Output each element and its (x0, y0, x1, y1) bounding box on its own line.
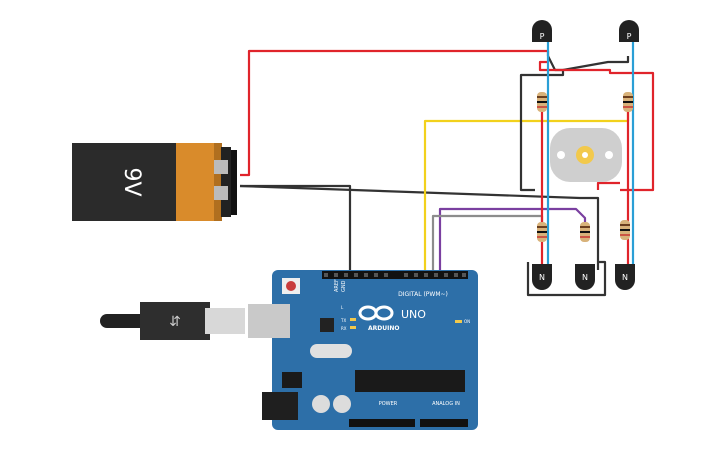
wire-bridge-black-top[interactable] (562, 56, 630, 72)
wire-black-battery-negative[interactable] (240, 184, 352, 275)
resistors (537, 92, 633, 242)
power-jack (262, 392, 298, 420)
wire-bridge-red-motor[interactable] (596, 181, 620, 190)
voltage-regulator (282, 372, 302, 388)
aref-label: AREF (334, 279, 340, 292)
battery-9v[interactable]: 9V (72, 143, 237, 221)
wire-gray[interactable] (431, 214, 544, 276)
reset-button-icon (286, 281, 296, 291)
analog-header-label: ANALOG IN (432, 401, 460, 407)
wire-bridge-red-left[interactable] (538, 60, 655, 192)
transistor-npn-right[interactable]: N (615, 264, 635, 290)
resistor-bottom-right[interactable] (620, 220, 630, 240)
power-header (349, 419, 415, 427)
power-header-label: POWER (379, 401, 398, 407)
arduino-model: UNO (401, 308, 426, 321)
dc-motor[interactable] (550, 128, 622, 182)
digital-header (322, 271, 468, 279)
wire-bridge-black-bottom[interactable] (526, 260, 607, 297)
wire-purple[interactable] (438, 207, 587, 276)
resistor-top-left[interactable] (537, 92, 547, 112)
arduino-logo-icon (358, 305, 394, 321)
npn-label: N (582, 273, 588, 282)
analog-header (420, 419, 468, 427)
wire-black-battery-to-bridge[interactable] (239, 184, 600, 270)
resistor-bottom-left[interactable] (537, 222, 547, 242)
pnp-label: P (627, 32, 632, 41)
gnd-label: GND (341, 280, 347, 292)
digital-header-label: DIGITAL (PWM~) (398, 291, 448, 298)
resistor-bottom-middle[interactable] (580, 222, 590, 242)
usb-cable[interactable]: ⇵ (100, 302, 245, 340)
capacitor-icon (333, 395, 351, 413)
l-label: L (341, 305, 344, 310)
npn-label: N (539, 273, 545, 282)
crystal (310, 344, 352, 358)
battery-terminal-icon (214, 160, 228, 174)
arduino-uno[interactable]: DIGITAL (PWM~) AREF GND ARDUINO UNO TX R… (248, 270, 478, 430)
tx-label: TX (340, 318, 346, 323)
rx-label: RX (341, 326, 347, 331)
battery-label: 9V (119, 167, 144, 196)
wires (239, 42, 655, 297)
wire-red-battery-positive[interactable] (240, 49, 550, 177)
on-label: ON (464, 319, 470, 324)
arduino-brand: ARDUINO (368, 325, 399, 332)
battery-terminal-icon (214, 186, 228, 200)
resistor-top-right[interactable] (623, 92, 633, 112)
pnp-label: P (540, 32, 545, 41)
transistor-pnp-left[interactable]: P (532, 20, 552, 42)
capacitor-icon (312, 395, 330, 413)
usb-port (248, 304, 290, 338)
atmega-chip (355, 370, 465, 392)
transistor-npn-middle[interactable]: N (575, 264, 595, 290)
usb-icon: ⇵ (169, 314, 181, 330)
transistor-npn-left[interactable]: N (532, 264, 552, 290)
transistor-pnp-right[interactable]: P (619, 20, 639, 42)
npn-label: N (622, 273, 628, 282)
small-chip (320, 318, 334, 332)
